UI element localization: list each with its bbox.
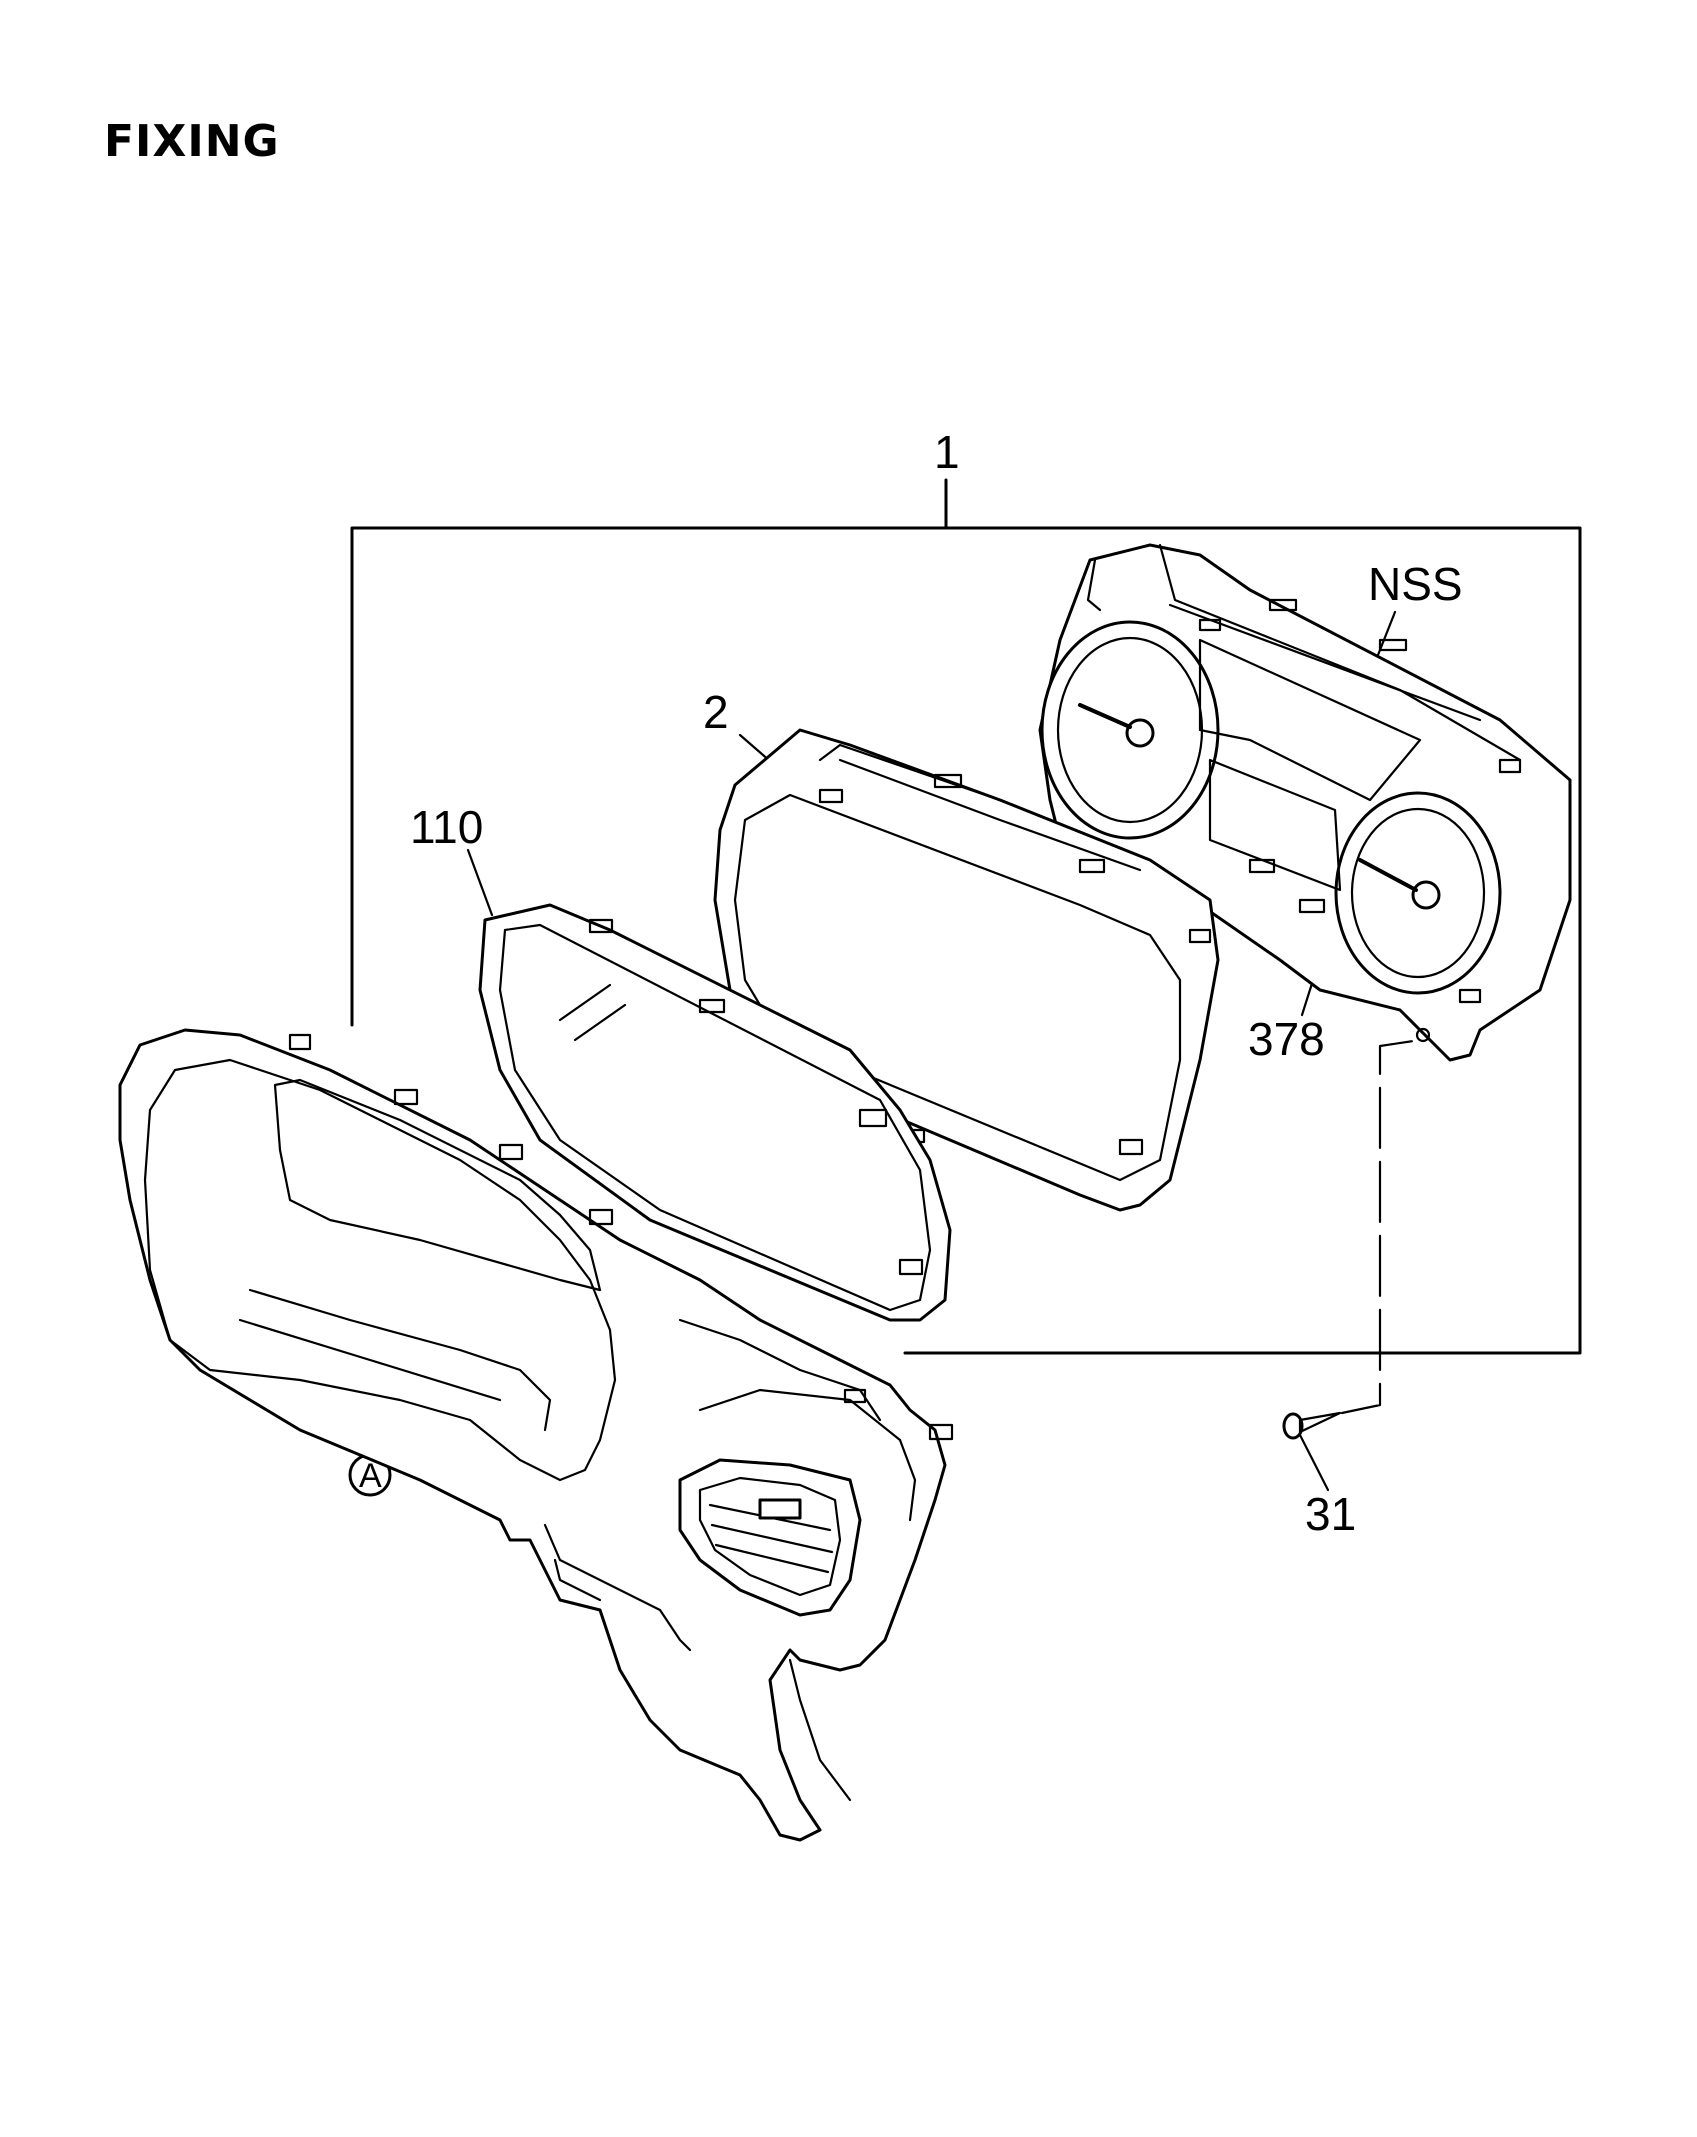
meter-cluster [1038, 543, 1572, 1062]
callout-nss: NSS [1368, 558, 1463, 610]
reference-a-label: A [359, 1457, 382, 1495]
callout-378: 378 [1248, 1013, 1325, 1065]
screw-part [1282, 1411, 1342, 1440]
cluster-lens [478, 903, 952, 1322]
instrument-panel [118, 1028, 954, 1842]
callout-31: 31 [1305, 1488, 1356, 1540]
callout-2: 2 [703, 686, 729, 738]
page-title: FIXING [104, 116, 280, 167]
reference-a: A [348, 1453, 392, 1497]
callout-1: 1 [934, 426, 960, 478]
callout-110: 110 [410, 801, 483, 853]
assembly-bracket [350, 478, 1582, 1355]
